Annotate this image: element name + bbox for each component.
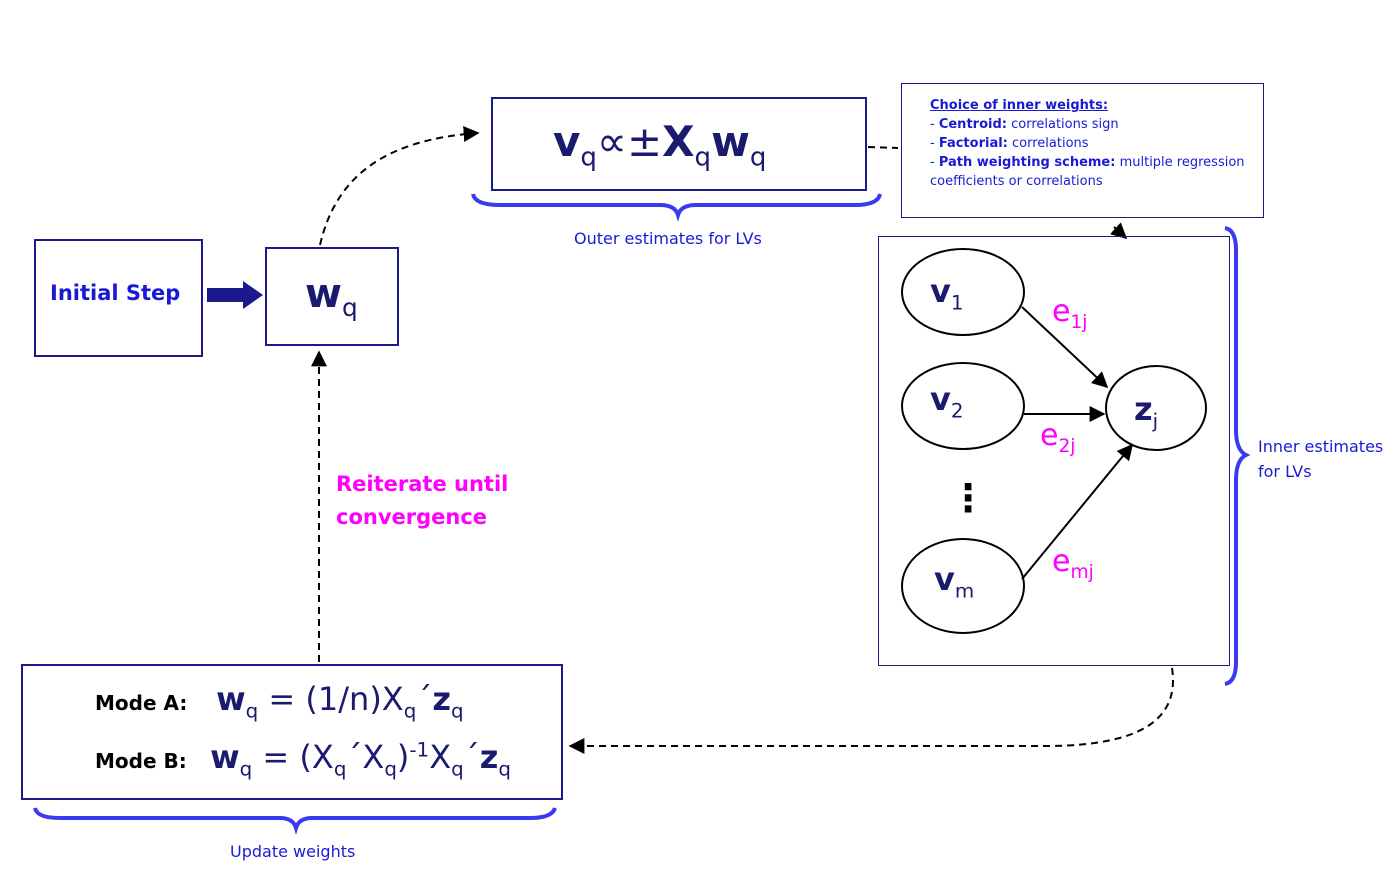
node-v1-label: v1	[930, 272, 964, 315]
update-caption: Update weights	[230, 842, 356, 861]
node-ellipse-v2	[901, 362, 1025, 450]
inner-caption: Inner estimates for LVs	[1258, 437, 1384, 481]
edge-e2j-label: e2j	[1040, 418, 1076, 457]
w-symbol: w	[305, 271, 342, 317]
mode-b-row: Mode B: wq = (Xq´Xq)-1Xq´zq	[95, 738, 511, 780]
mode-a-row: Mode A: wq = (1/n)Xq´zq	[95, 680, 464, 722]
edge-vm-zj	[1021, 443, 1134, 580]
edge-emj-label: emj	[1052, 544, 1094, 583]
network-brace	[1224, 226, 1251, 686]
initial-to-w-arrow	[207, 281, 263, 309]
mode-a-formula: wq = (1/n)Xq´zq	[216, 680, 464, 723]
node-vm-label: vm	[934, 560, 975, 603]
inner-weights-title: Choice of inner weights:	[930, 98, 1109, 113]
initial-step-box: Initial Step	[34, 239, 203, 357]
node-ellipse-v1	[901, 248, 1025, 336]
reiterate-label: Reiterate until convergence	[336, 472, 509, 529]
node-ellipse-vm	[901, 538, 1025, 634]
edge-e1j-label: e1j	[1052, 294, 1088, 333]
inner-weights-item-path: - Path weighting scheme: multiple regres…	[930, 155, 1245, 189]
update-brace	[33, 807, 557, 835]
mode-a-label: Mode A:	[95, 691, 188, 715]
outer-to-choice-link	[867, 146, 899, 149]
node-zj-label: zj	[1134, 390, 1159, 433]
update-box: Mode A: wq = (1/n)Xq´zq Mode B: wq = (Xq…	[21, 664, 563, 800]
w-subscript: q	[341, 293, 358, 322]
outer-estimate-box: vq∝±Xqwq	[491, 97, 867, 191]
outer-brace	[471, 193, 882, 222]
mode-b-label: Mode B:	[95, 749, 187, 773]
node-ellipse-zj	[1105, 365, 1207, 451]
outer-caption: Outer estimates for LVs	[574, 229, 762, 248]
w-to-outer-arrow	[319, 126, 480, 246]
w-box: wq	[265, 247, 399, 346]
nodes-ellipsis: ⋮	[949, 476, 987, 520]
inner-weights-item-factorial: - Factorial: correlations	[930, 136, 1089, 151]
inner-weights-box: Choice of inner weights: - Centroid: cor…	[901, 83, 1264, 218]
outer-formula: vq∝±Xqwq	[553, 117, 767, 173]
node-v2-label: v2	[930, 380, 964, 423]
w-box-formula: wq	[305, 271, 358, 322]
edge-v1-zj	[1021, 306, 1109, 389]
network-to-update-arrow	[568, 667, 1174, 754]
initial-step-label: Initial Step	[50, 281, 181, 305]
network-box	[878, 236, 1230, 666]
mode-b-formula: wq = (Xq´Xq)-1Xq´zq	[210, 738, 511, 781]
inner-weights-item-centroid: - Centroid: correlations sign	[930, 117, 1119, 132]
